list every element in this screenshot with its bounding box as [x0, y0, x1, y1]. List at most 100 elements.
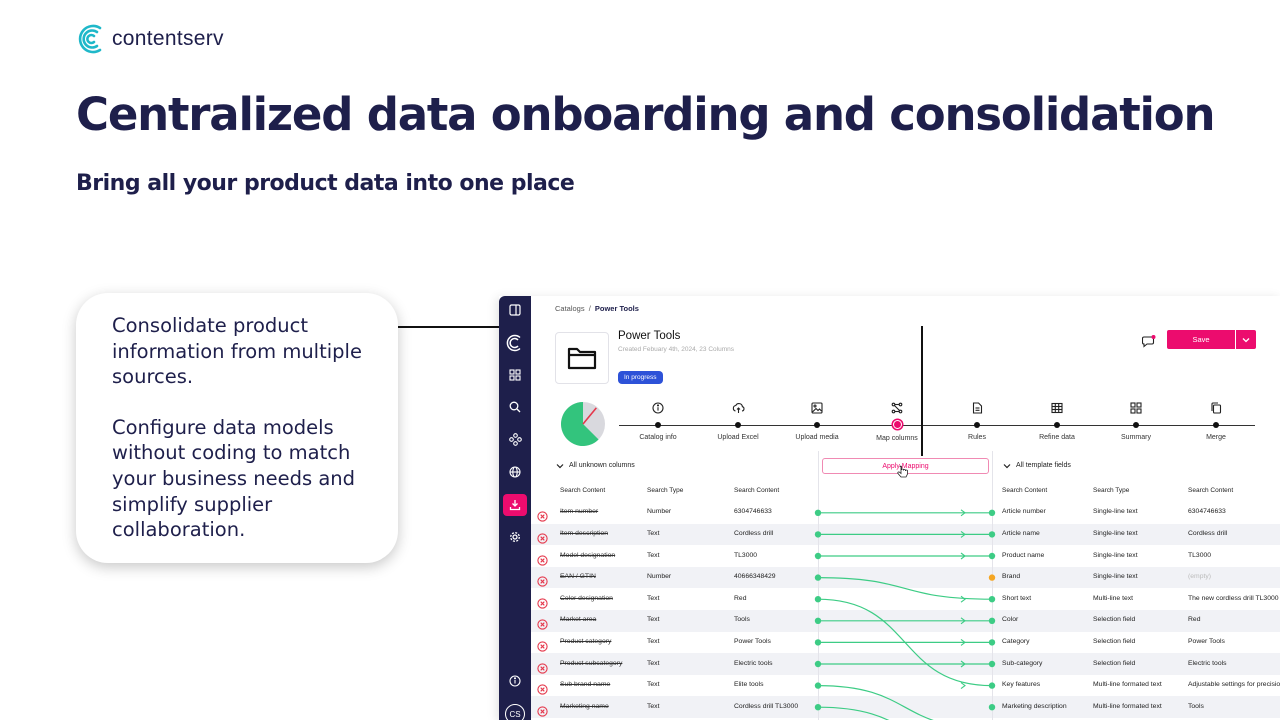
- source-column-name[interactable]: Sub brand name: [560, 681, 611, 689]
- source-column-name[interactable]: Item number: [560, 508, 599, 516]
- mapping-line[interactable]: [817, 577, 993, 600]
- source-column-type: Text: [647, 637, 660, 645]
- source-connector-dot[interactable]: [814, 617, 822, 624]
- globe-icon[interactable]: [503, 461, 527, 483]
- grid-icon[interactable]: [503, 364, 527, 386]
- target-connector-dot[interactable]: [988, 531, 996, 538]
- template-field-name[interactable]: Sub-category: [1002, 659, 1043, 667]
- template-field-type: Multi-line formated text: [1093, 681, 1162, 689]
- template-field-name[interactable]: Category: [1002, 637, 1030, 645]
- step-map-columns[interactable]: Map columns: [857, 399, 937, 442]
- source-column-name[interactable]: Item description: [560, 529, 608, 537]
- source-connector-dot[interactable]: [814, 639, 822, 646]
- right-header-sample[interactable]: Search Content: [1188, 487, 1234, 494]
- import-icon[interactable]: [503, 494, 527, 516]
- source-column-type: Text: [647, 681, 660, 689]
- catalog-thumbnail: [555, 332, 609, 384]
- step-merge[interactable]: Merge: [1176, 399, 1256, 441]
- left-header-sample[interactable]: Search Content: [734, 487, 780, 494]
- search-icon[interactable]: [503, 396, 527, 418]
- target-connector-dot[interactable]: [988, 574, 996, 581]
- step-upload-excel[interactable]: Upload Excel: [698, 399, 778, 441]
- step-upload-media[interactable]: Upload media: [777, 399, 857, 441]
- source-connector-dot[interactable]: [814, 574, 822, 581]
- unknown-columns-toggle[interactable]: All unknown columns: [556, 462, 635, 469]
- remove-column-icon[interactable]: [537, 659, 548, 674]
- remove-column-icon[interactable]: [537, 551, 548, 566]
- remove-column-icon[interactable]: [537, 680, 548, 695]
- mapping-line[interactable]: [817, 706, 992, 720]
- network-icon[interactable]: [503, 428, 527, 450]
- source-connector-dot[interactable]: [814, 596, 822, 603]
- remove-column-icon[interactable]: [537, 594, 548, 609]
- right-header-type[interactable]: Search Type: [1093, 487, 1130, 494]
- target-connector-dot[interactable]: [988, 660, 996, 668]
- step-refine-data[interactable]: Refine data: [1017, 399, 1097, 441]
- info-icon: [618, 399, 698, 417]
- mapping-line[interactable]: [817, 685, 992, 720]
- source-column-name[interactable]: Model designation: [560, 551, 616, 559]
- step-catalog-info[interactable]: Catalog info: [618, 399, 698, 441]
- target-connector-dot[interactable]: [988, 682, 996, 689]
- source-connector-dot[interactable]: [814, 660, 822, 668]
- template-field-name[interactable]: Color: [1002, 616, 1019, 624]
- remove-column-icon[interactable]: [537, 507, 548, 522]
- source-column-sample: Power Tools: [734, 637, 771, 645]
- remove-column-icon[interactable]: [537, 572, 548, 587]
- source-column-sample: Tools: [734, 616, 750, 624]
- source-connector-dot[interactable]: [814, 509, 822, 516]
- step-marker: [1054, 422, 1060, 428]
- template-field-type: Single-line text: [1093, 573, 1138, 581]
- target-connector-dot[interactable]: [988, 509, 996, 516]
- remove-column-icon[interactable]: [537, 529, 548, 544]
- breadcrumb-parent[interactable]: Catalogs: [555, 304, 585, 313]
- chevron-down-icon: [556, 463, 564, 468]
- table-icon: [1017, 399, 1097, 417]
- template-field-name[interactable]: Marketing description: [1002, 702, 1067, 710]
- comments-icon[interactable]: [1141, 333, 1156, 352]
- save-button[interactable]: Save: [1167, 330, 1235, 349]
- source-connector-dot[interactable]: [814, 531, 822, 538]
- target-connector-dot[interactable]: [988, 552, 996, 560]
- template-fields-toggle[interactable]: All template fields: [1003, 462, 1071, 469]
- template-field-name[interactable]: Article number: [1002, 508, 1046, 516]
- remove-column-icon[interactable]: [537, 637, 548, 652]
- template-field-name[interactable]: Product name: [1002, 551, 1045, 559]
- target-connector-dot[interactable]: [988, 617, 996, 624]
- right-header-field[interactable]: Search Content: [1002, 487, 1048, 494]
- template-field-name[interactable]: Article name: [1002, 529, 1040, 537]
- source-column-sample: Elite tools: [734, 681, 764, 689]
- template-field-name[interactable]: Brand: [1002, 573, 1021, 581]
- template-field-name[interactable]: Short text: [1002, 594, 1032, 602]
- target-connector-dot[interactable]: [988, 704, 996, 711]
- source-column-name[interactable]: Color designation: [560, 594, 613, 602]
- panel-toggle-icon[interactable]: [503, 299, 527, 321]
- left-header-source[interactable]: Search Content: [560, 487, 606, 494]
- left-header-type[interactable]: Search Type: [647, 487, 684, 494]
- source-connector-dot[interactable]: [814, 682, 822, 689]
- source-column-name[interactable]: Product subcategory: [560, 659, 623, 667]
- template-field-sample: The new cordless drill TL3000: [1188, 594, 1279, 602]
- source-column-sample: Electric tools: [734, 659, 773, 667]
- gear-icon[interactable]: [503, 526, 527, 548]
- remove-column-icon[interactable]: [537, 615, 548, 630]
- step-summary[interactable]: Summary: [1096, 399, 1176, 441]
- remove-column-icon[interactable]: [537, 702, 548, 717]
- target-connector-dot[interactable]: [988, 596, 996, 603]
- source-column-name[interactable]: Market area: [560, 616, 597, 624]
- source-column-name[interactable]: EAN / GTIN: [560, 573, 596, 581]
- step-rules[interactable]: Rules: [937, 399, 1017, 441]
- source-column-name[interactable]: Product category: [560, 637, 612, 645]
- template-field-name[interactable]: Key features: [1002, 681, 1041, 689]
- help-icon[interactable]: [503, 670, 527, 692]
- source-connector-dot[interactable]: [814, 552, 822, 560]
- contentserv-logo-icon[interactable]: [503, 332, 527, 354]
- save-options-button[interactable]: [1236, 330, 1256, 349]
- target-connector-dot[interactable]: [988, 639, 996, 646]
- source-column-name[interactable]: Marketing name: [560, 702, 609, 710]
- template-field-sample: Tools: [1188, 702, 1204, 710]
- user-avatar[interactable]: CS: [505, 704, 525, 720]
- summary-icon: [1096, 399, 1176, 417]
- source-connector-dot[interactable]: [814, 704, 822, 711]
- source-column-type: Text: [647, 616, 660, 624]
